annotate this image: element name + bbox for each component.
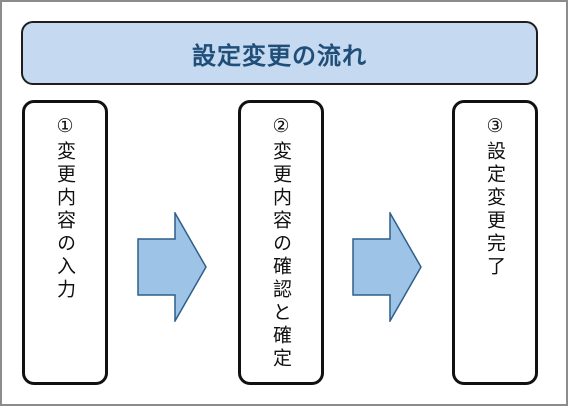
arrow-right-icon: [137, 212, 207, 322]
step-box-1: ① 変更内容の入力: [22, 100, 108, 385]
step-label-3: 設定変更完了: [484, 141, 506, 279]
arrow-right-icon: [352, 212, 422, 322]
step-label-1: 変更内容の入力: [54, 141, 76, 302]
step-number-1: ①: [56, 115, 74, 137]
diagram-title: 設定変更の流れ: [192, 41, 367, 70]
step-label-2: 変更内容の確認と確定: [270, 141, 292, 371]
step-box-3: ③ 設定変更完了: [452, 100, 538, 385]
title-banner: 設定変更の流れ: [21, 21, 538, 85]
step-number-3: ③: [486, 115, 504, 137]
step-number-2: ②: [272, 115, 290, 137]
step-box-2: ② 変更内容の確認と確定: [238, 100, 324, 385]
